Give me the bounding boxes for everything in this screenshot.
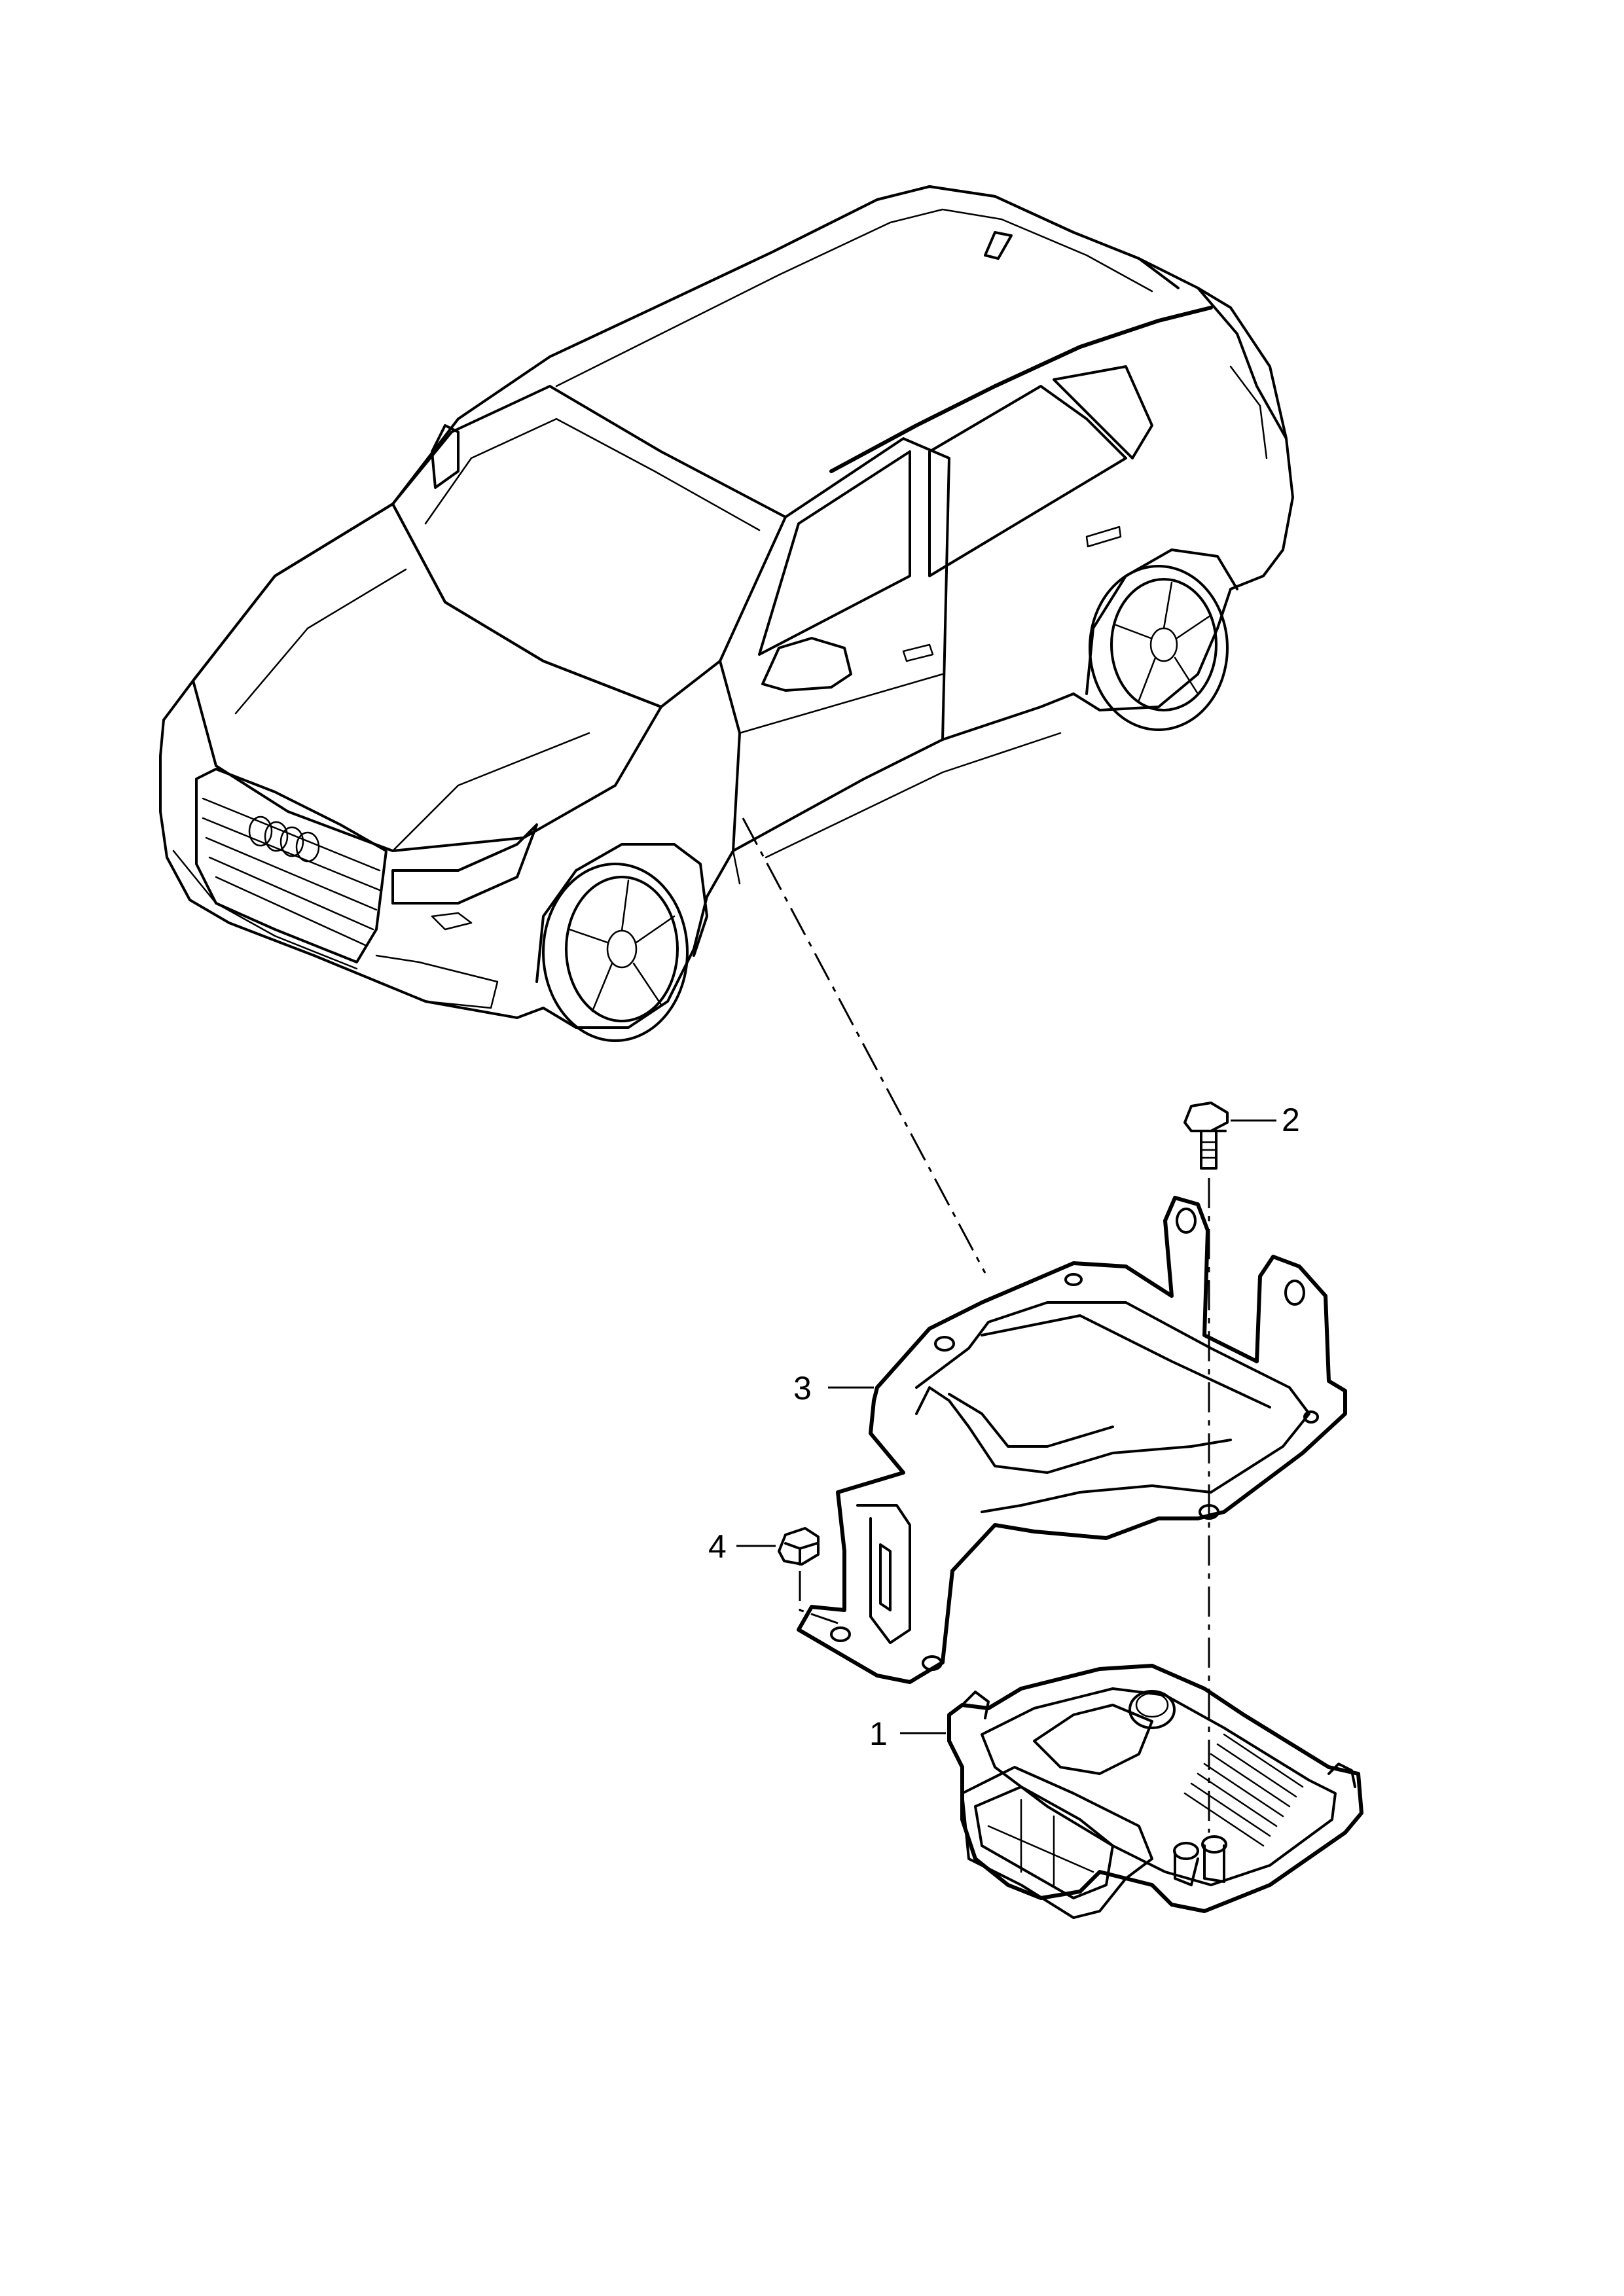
callout-4: 4 bbox=[708, 1528, 776, 1565]
callout-1-label: 1 bbox=[869, 1715, 888, 1752]
callout-3-label: 3 bbox=[793, 1370, 812, 1407]
nut-axis-line bbox=[799, 1571, 839, 1624]
rear-wheel bbox=[1085, 548, 1238, 731]
callout-4-label: 4 bbox=[708, 1528, 727, 1565]
location-leader-line bbox=[742, 817, 986, 1274]
callout-2: 2 bbox=[1231, 1102, 1300, 1138]
front-wheel bbox=[535, 843, 708, 1042]
vehicle-illustration bbox=[159, 185, 1294, 1042]
bolt bbox=[1183, 1102, 1229, 1170]
callout-1: 1 bbox=[869, 1715, 946, 1752]
callout-3: 3 bbox=[793, 1370, 874, 1407]
brand-rings bbox=[248, 816, 320, 863]
control-unit bbox=[947, 1664, 1363, 1919]
nut bbox=[778, 1527, 820, 1566]
mounting-bracket bbox=[797, 1196, 1347, 1684]
callout-2-label: 2 bbox=[1282, 1102, 1300, 1138]
